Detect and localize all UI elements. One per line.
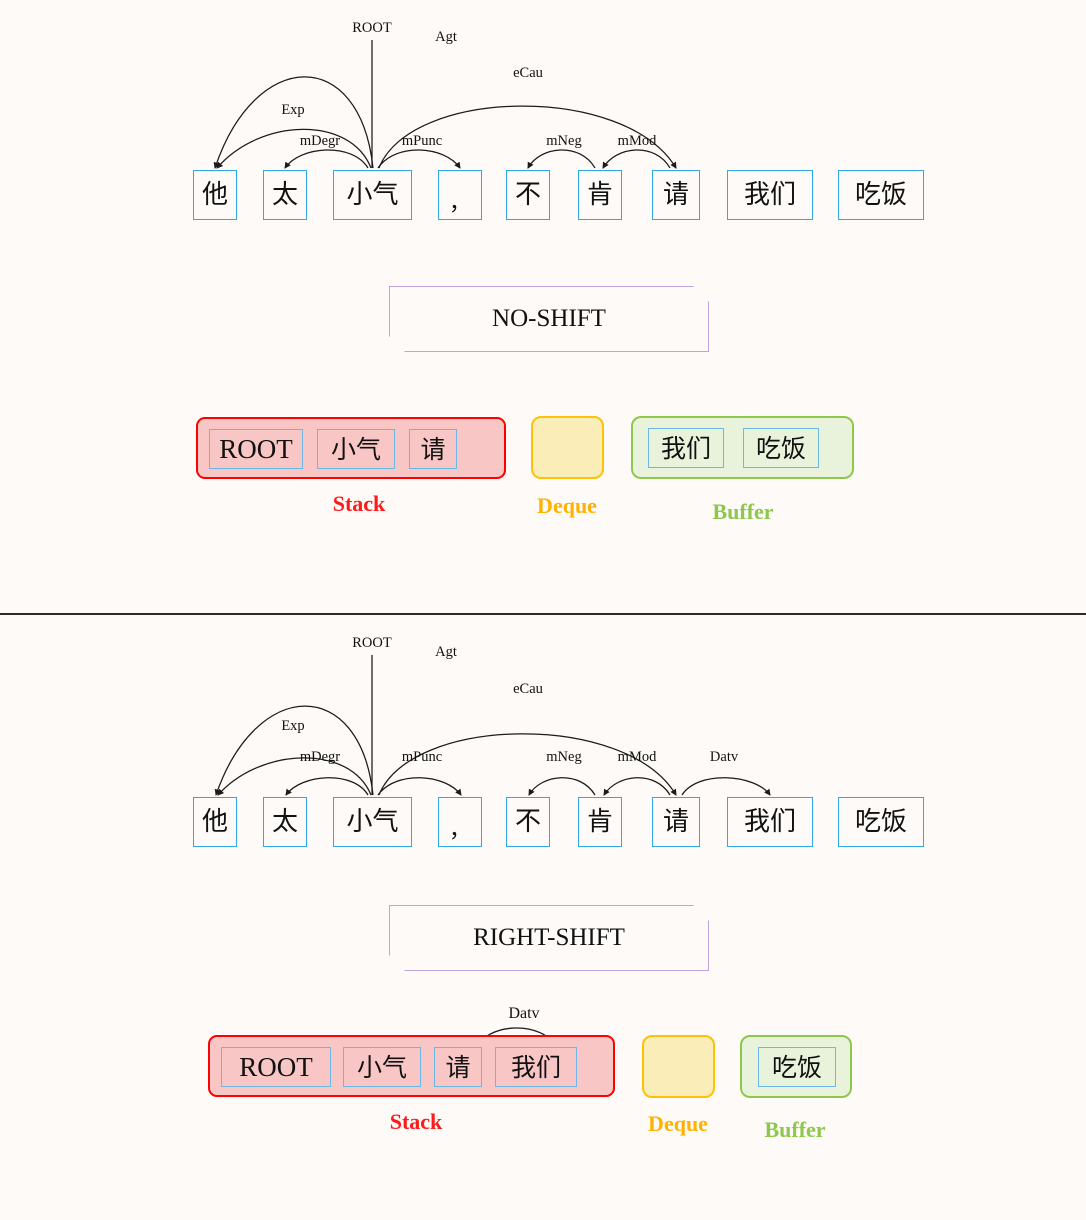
- arc-label-datv: Datv: [709, 749, 739, 765]
- panel-divider: [0, 613, 1086, 615]
- arc-label-root: ROOT: [352, 20, 392, 36]
- arc-label-exp: Exp: [281, 102, 305, 118]
- buffer-slot: 吃饭: [743, 428, 819, 468]
- stack-caption-top: Stack: [332, 491, 386, 516]
- panel-right-shift: 他 太 小气 ， 不 肯 请 我们 吃饭 ROOT Agt eCau Exp m…: [0, 615, 1086, 1220]
- token-box: 太: [263, 170, 307, 220]
- tree-arcs-bottom: [214, 655, 771, 796]
- stack-slot: 我们: [495, 1047, 577, 1087]
- arc-label-mdegr: mDegr: [299, 133, 341, 149]
- stack-caption-bottom: Stack: [389, 1109, 443, 1134]
- token-box: 我们: [727, 797, 813, 847]
- arc-label-mpunc: mPunc: [401, 133, 443, 149]
- token-box: 他: [193, 797, 237, 847]
- stack-slot: 请: [409, 429, 457, 469]
- deque-caption-top: Deque: [537, 493, 597, 518]
- token-box: ，: [438, 170, 482, 220]
- arc-label-agt: Agt: [435, 644, 457, 660]
- token-box: 肯: [578, 797, 622, 847]
- token-box: 肯: [578, 170, 622, 220]
- stack-slot: 请: [434, 1047, 482, 1087]
- buffer-slot: 我们: [648, 428, 724, 468]
- stack-container-bottom: ROOT 小气 请 我们: [208, 1035, 615, 1097]
- stack-slot: 小气: [317, 429, 395, 469]
- stack-slot: ROOT: [221, 1047, 331, 1087]
- stack-slot: 小气: [343, 1047, 421, 1087]
- token-box: 不: [506, 797, 550, 847]
- arc-label-mneg: mNeg: [546, 749, 582, 765]
- action-box-no-shift[interactable]: NO-SHIFT: [389, 286, 709, 352]
- arc-label-mdegr: mDegr: [299, 749, 341, 765]
- stack-arc-label-datv: Datv: [508, 1005, 540, 1022]
- token-box: 太: [263, 797, 307, 847]
- stack-slot: ROOT: [209, 429, 303, 469]
- dependency-tree-top: 他 太 小气 ， 不 肯 请 我们 吃饭 ROOT Agt eCau Exp m…: [0, 0, 1086, 240]
- action-box-right-shift[interactable]: RIGHT-SHIFT: [389, 905, 709, 971]
- stack-container-top: ROOT 小气 请: [196, 417, 506, 479]
- token-box: 不: [506, 170, 550, 220]
- token-box: ，: [438, 797, 482, 847]
- deque-caption-bottom: Deque: [648, 1111, 708, 1136]
- deque-container-top: [531, 416, 604, 479]
- buffer-slot: 吃饭: [758, 1047, 836, 1087]
- arc-label-agt: Agt: [435, 29, 457, 45]
- arc-label-root: ROOT: [352, 635, 392, 651]
- token-box: 小气: [333, 170, 412, 220]
- token-box: 他: [193, 170, 237, 220]
- token-box: 请: [652, 797, 700, 847]
- arc-label-mpunc: mPunc: [401, 749, 443, 765]
- buffer-caption-bottom: Buffer: [764, 1117, 826, 1142]
- arc-label-exp: Exp: [281, 718, 305, 734]
- panel-no-shift: 他 太 小气 ， 不 肯 请 我们 吃饭 ROOT Agt eCau Exp m…: [0, 0, 1086, 524]
- arc-label-mneg: mNeg: [546, 133, 582, 149]
- token-box: 我们: [727, 170, 813, 220]
- deque-container-bottom: [642, 1035, 715, 1098]
- token-box: 吃饭: [838, 797, 924, 847]
- buffer-container-top: 我们 吃饭: [631, 416, 854, 479]
- token-box: 请: [652, 170, 700, 220]
- buffer-container-bottom: 吃饭: [740, 1035, 852, 1098]
- buffer-caption-top: Buffer: [712, 499, 774, 524]
- tree-arcs-top: [213, 40, 677, 169]
- arc-label-mmod: mMod: [617, 749, 657, 765]
- dependency-tree-bottom: 他 太 小气 ， 不 肯 请 我们 吃饭 ROOT Agt eCau Exp m…: [0, 620, 1086, 860]
- token-box: 吃饭: [838, 170, 924, 220]
- arc-label-mmod: mMod: [617, 133, 657, 149]
- arc-label-ecau: eCau: [513, 681, 543, 697]
- token-box: 小气: [333, 797, 412, 847]
- arc-label-ecau: eCau: [513, 65, 543, 81]
